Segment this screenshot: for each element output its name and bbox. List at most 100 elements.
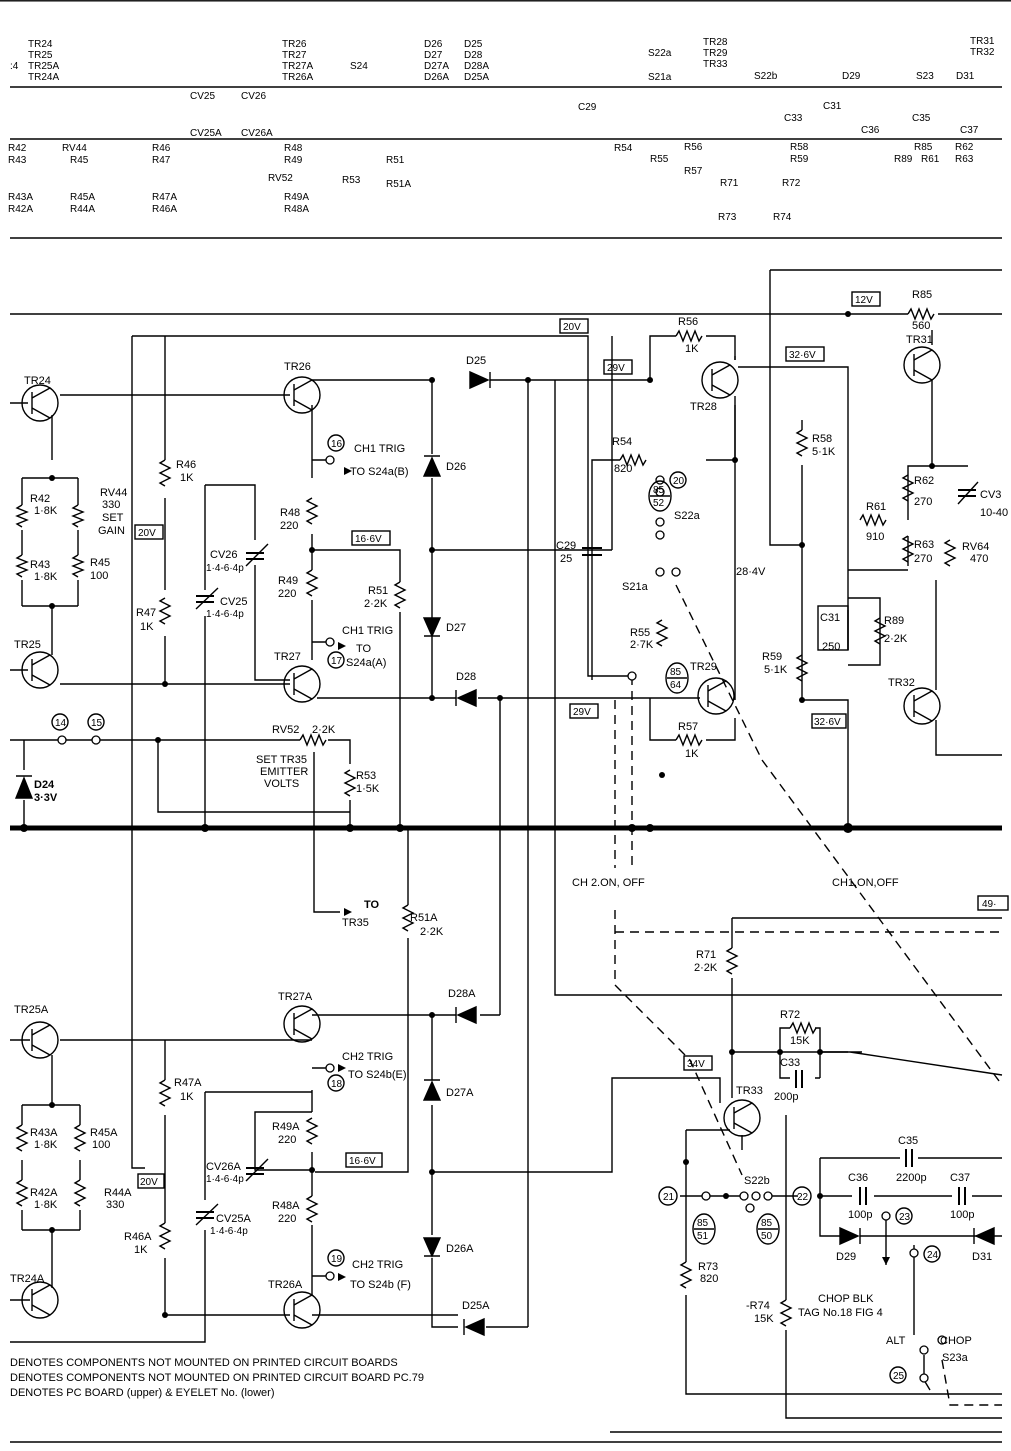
pcb-ref-2-upper: 85 [670, 667, 682, 678]
ref-rv44: RV44 [62, 143, 87, 154]
ch1-on-off: CH1.ON,OFF [832, 877, 899, 889]
rv64-label: RV64 [962, 541, 989, 553]
diode-d26 [422, 455, 442, 477]
r48a-label: R48A [272, 1200, 300, 1212]
resistor-r53 [343, 769, 357, 797]
r89-label: R89 [884, 615, 904, 627]
r58-value: 5·1K [812, 446, 836, 458]
capacitor-c31 [817, 605, 849, 651]
alt-label: ALT [886, 1335, 906, 1347]
ref-tr25: TR25 [28, 50, 53, 61]
diode-d25a [463, 1317, 485, 1337]
resistor-r43 [15, 554, 29, 578]
arrow-heads [338, 467, 890, 1281]
ref-r46: R46 [152, 143, 171, 154]
pcb-refs: 85 52 85 64 85 51 85 50 [648, 480, 780, 1245]
ref-tr32: TR32 [970, 47, 995, 58]
r47-label: R47 [136, 607, 156, 619]
voltage-12v: 12V [855, 295, 873, 306]
cv25a-label: CV25A [216, 1213, 252, 1225]
diode-d28a [455, 1005, 477, 1025]
d27a-label: D27A [446, 1087, 474, 1099]
tag-20: 20 [673, 476, 685, 487]
r55-label: R55 [630, 627, 650, 639]
resistor-r42a [15, 1179, 29, 1207]
ch1-trig-a-line1: CH1 TRIG [342, 625, 393, 637]
ch2-trig-f-line2: TO S24b (F) [350, 1279, 411, 1291]
r53-label: R53 [356, 770, 376, 782]
tag-22: 22 [797, 1192, 809, 1203]
capacitor-cv25a [195, 1203, 219, 1226]
r61-label: R61 [866, 501, 886, 513]
tr31-label: TR31 [906, 334, 933, 346]
ref-cv26a: CV26A [241, 128, 273, 139]
r42-label: R42 [30, 493, 50, 505]
r73-label: R73 [698, 1261, 718, 1273]
resistor-r48 [305, 497, 319, 525]
cv3-label: CV3 [980, 489, 1001, 501]
resistor-rv44 [71, 504, 85, 528]
tr27a-label: TR27A [278, 991, 313, 1003]
capacitor-c35 [905, 1149, 913, 1167]
resistor-r61 [859, 513, 887, 527]
ref-r48a: R48A [284, 204, 309, 215]
ref-r58: R58 [790, 142, 809, 153]
ref-cv26: CV26 [241, 91, 266, 102]
r73-value: 820 [700, 1273, 718, 1285]
ref-d26a: D26A [424, 72, 449, 83]
r51-label: R51 [368, 585, 388, 597]
resistor-r49 [305, 569, 319, 597]
r51a-label: R51A [410, 912, 438, 924]
r57-value: 1K [685, 748, 699, 760]
ref-r47a: R47A [152, 192, 177, 203]
s21a-label: S21a [622, 581, 649, 593]
ref-s21a: S21a [648, 72, 672, 83]
ref-cv25: CV25 [190, 91, 215, 102]
tr29-label: TR29 [690, 661, 717, 673]
r55-value: 2·7K [630, 639, 654, 651]
voltage-20v-lower: 20V [140, 1177, 158, 1188]
capacitor-c29 [582, 547, 602, 556]
tag-23: 23 [899, 1212, 911, 1223]
resistor-r45a [73, 1124, 87, 1152]
chop-blk-line1: CHOP BLK [818, 1293, 874, 1305]
ref-d28: D28 [464, 50, 483, 61]
cv26a-value: 1·4-6·4p [206, 1174, 244, 1185]
pcb-ref-1-upper: 85 [653, 485, 665, 496]
d25a-label: D25A [462, 1300, 490, 1312]
cv26-label: CV26 [210, 549, 238, 561]
ref-rv52: RV52 [268, 173, 293, 184]
resistor-r59 [795, 654, 809, 682]
r44a-value: 330 [106, 1199, 124, 1211]
ref-r55: R55 [650, 154, 669, 165]
r53-value: 1·5K [356, 783, 380, 795]
resistor-r51 [393, 581, 407, 609]
r49a-label: R49A [272, 1121, 300, 1133]
r43a-value: 1·8K [34, 1139, 58, 1151]
r45a-value: 100 [92, 1139, 110, 1151]
r46a-label: R46A [124, 1231, 152, 1243]
chop-label: CHOP [940, 1335, 972, 1347]
ref-r72: R72 [782, 178, 801, 189]
r45-value: 100 [90, 570, 108, 582]
ref-r73: R73 [718, 212, 737, 223]
ref-r89: R89 [894, 154, 913, 165]
to-tr35-line1: TO [364, 899, 380, 911]
r48a-value: 220 [278, 1213, 296, 1225]
transistor-tr24 [21, 384, 59, 422]
tr32-label: TR32 [888, 677, 915, 689]
r85-value: 560 [912, 320, 930, 332]
r47-value: 1K [140, 621, 154, 633]
resistor-r71 [725, 947, 739, 975]
rv44-label: RV44 [100, 487, 127, 499]
set-gain-line2: GAIN [98, 525, 125, 537]
c29-label: C29 [556, 540, 576, 552]
ch2-trig-e-line2: TO S24b(E) [348, 1069, 407, 1081]
resistor-r42 [15, 504, 29, 528]
tag-16: 16 [331, 439, 343, 450]
transistor-tr26a [283, 1291, 321, 1329]
capacitor-c37 [958, 1187, 966, 1205]
s23a-label: S23a [942, 1352, 969, 1364]
c36-value: 100p [848, 1209, 872, 1221]
capacitor-cv26 [245, 543, 269, 567]
